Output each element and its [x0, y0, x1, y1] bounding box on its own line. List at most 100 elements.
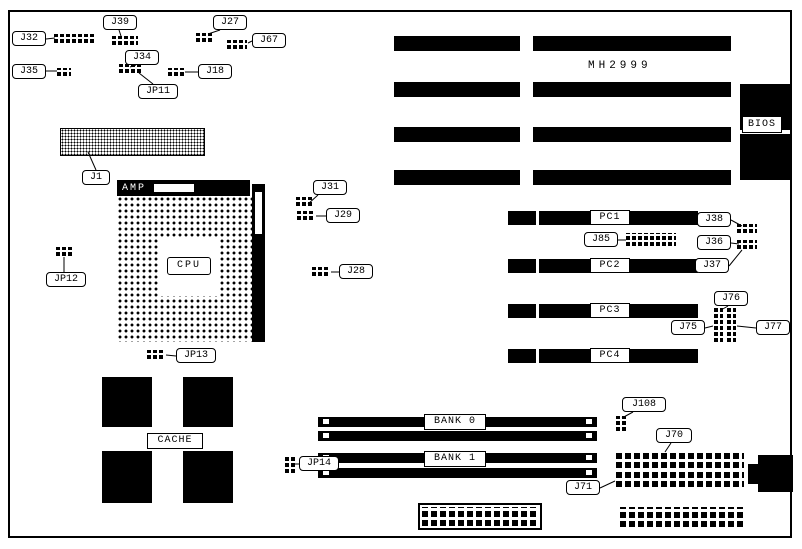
- label-j27: J27: [213, 15, 247, 30]
- leader-line: [165, 354, 177, 357]
- leader-line: [138, 72, 154, 85]
- cache-chip-3: [102, 451, 152, 503]
- label-j37: J37: [695, 258, 729, 273]
- bottom-center-connector-pins: [422, 507, 538, 526]
- pc3-label: PC3: [590, 303, 630, 318]
- label-j38: J38: [697, 212, 731, 227]
- pin-header-j67: [227, 40, 247, 49]
- bank1-label: BANK 1: [424, 451, 486, 467]
- label-j36: J36: [697, 235, 731, 250]
- bios-chip-2: [740, 134, 792, 180]
- cpu-socket-slot: [154, 184, 195, 192]
- pin-header-j36-j37: [737, 240, 757, 249]
- cpu-label: CPU: [167, 257, 211, 275]
- simm-slot-4: [318, 468, 597, 478]
- pin-header-j85: [626, 233, 676, 246]
- pin-header-j108: [616, 416, 626, 431]
- pin-header-j34: [119, 64, 141, 73]
- leader-line: [599, 480, 616, 489]
- isa-slot-3-right: [533, 127, 731, 142]
- pin-header-j35: [57, 68, 71, 76]
- label-j75: J75: [671, 320, 705, 335]
- leader-line: [207, 29, 221, 35]
- cache-chip-2: [183, 377, 233, 427]
- bottom-center-connector: [418, 503, 542, 530]
- label-j32: J32: [12, 31, 46, 46]
- label-j31: J31: [313, 180, 347, 195]
- pin-header-j31: [296, 197, 314, 206]
- leader-line: [664, 442, 672, 453]
- leader-line: [720, 305, 729, 311]
- keyboard-connector: [758, 455, 793, 492]
- isa-slot-1-left: [394, 36, 520, 51]
- label-jp11: JP11: [138, 84, 178, 99]
- label-j70: J70: [656, 428, 692, 443]
- isa-slot-3-left: [394, 127, 520, 142]
- leader-line: [728, 249, 743, 267]
- isa-slot-4-left: [394, 170, 520, 185]
- label-j18: J18: [198, 64, 232, 79]
- bios-label: BIOS: [742, 116, 782, 133]
- pin-header-j75-j76: [714, 308, 723, 342]
- label-j39: J39: [103, 15, 137, 30]
- label-j28: J28: [339, 264, 373, 279]
- leader-line: [129, 64, 137, 68]
- label-j85: J85: [584, 232, 618, 247]
- leader-line: [307, 194, 319, 205]
- amp-brand-label: AMP: [122, 182, 147, 194]
- isa-slot-2-right: [533, 82, 731, 97]
- cache-label: CACHE: [147, 433, 203, 449]
- pc4-label: PC4: [590, 348, 630, 363]
- leader-line: [704, 325, 714, 329]
- pin-header-j39: [112, 36, 138, 45]
- label-jp12: JP12: [46, 272, 86, 287]
- label-j77: J77: [756, 320, 790, 335]
- leader-line: [730, 219, 743, 227]
- pc1-label: PC1: [590, 210, 630, 225]
- label-j1: J1: [82, 170, 110, 185]
- leader-line: [118, 29, 122, 37]
- label-j35: J35: [12, 64, 46, 79]
- pin-header-j32: [54, 34, 94, 43]
- pin-header-jp13: [147, 350, 165, 359]
- pin-header-j38: [737, 224, 757, 233]
- label-jp14: JP14: [299, 456, 339, 471]
- pin-header-jp14: [285, 456, 297, 473]
- keyboard-connector-step: [748, 464, 760, 484]
- bottom-right-header: [620, 507, 745, 527]
- label-j34: J34: [125, 50, 159, 65]
- pin-header-j29: [297, 211, 315, 220]
- j1-connector: [60, 128, 205, 156]
- label-j71: J71: [566, 480, 600, 495]
- cpu-pga-grid: [117, 196, 252, 342]
- pin-header-j18: [168, 68, 184, 76]
- bank0-label: BANK 0: [424, 414, 486, 430]
- isa-slot-2-left: [394, 82, 520, 97]
- pc2-label: PC2: [590, 258, 630, 273]
- label-j29: J29: [326, 208, 360, 223]
- cache-chip-1: [102, 377, 152, 427]
- simm-slot-2: [318, 431, 597, 441]
- isa-slot-1-right: [533, 36, 731, 51]
- leader-line: [45, 37, 56, 40]
- label-j76: J76: [714, 291, 748, 306]
- leader-line: [247, 40, 253, 44]
- pin-header-j28: [312, 267, 330, 276]
- pin-header-j70-upper: [616, 452, 744, 468]
- leader-line: [736, 325, 757, 329]
- leader-line: [730, 242, 740, 245]
- label-j67: J67: [252, 33, 286, 48]
- cache-chip-4: [183, 451, 233, 503]
- cpu-socket-lever-slot: [255, 192, 262, 234]
- pin-header-jp12: [56, 247, 74, 256]
- pin-header-j27: [196, 33, 214, 42]
- leader-line: [621, 411, 634, 419]
- pin-header-j76-j77: [727, 308, 736, 342]
- isa-slot-4-right: [533, 170, 731, 185]
- board-model-text: MH2999: [588, 60, 652, 72]
- label-j108: J108: [622, 397, 666, 412]
- cpu-socket-top-bar: AMP: [117, 180, 250, 196]
- label-jp13: JP13: [176, 348, 216, 363]
